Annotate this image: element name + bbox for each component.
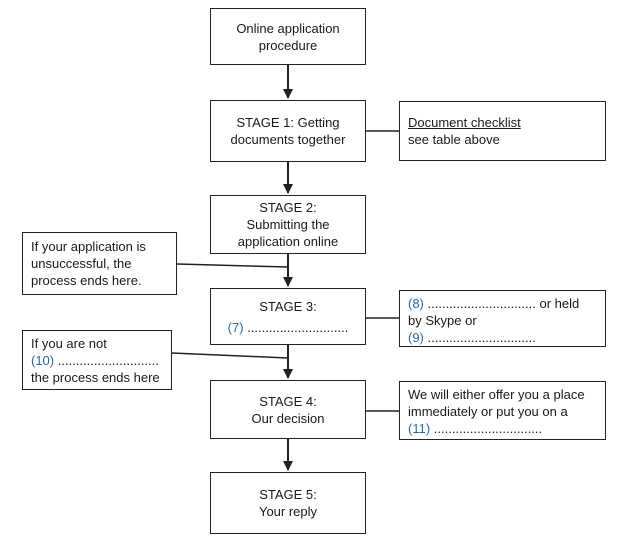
checklist-text: see table above xyxy=(408,132,500,147)
decision-line1: We will either offer you a place xyxy=(408,387,585,402)
stage1-line2: documents together xyxy=(230,132,346,147)
start-line1: Online application xyxy=(236,20,340,36)
blank-number-7: (7) xyxy=(227,319,244,335)
note-decision-outcome: We will either offer you a place immedia… xyxy=(399,381,606,440)
blank-dots-9: .............................. xyxy=(427,330,536,345)
stage3-line1: STAGE 3: xyxy=(259,298,317,314)
interview-line3: (9) .............................. xyxy=(408,329,597,346)
not-line2: (10) ............................ xyxy=(31,352,163,369)
unsuccessful-line3: process ends here. xyxy=(31,273,142,288)
stage1-line1: STAGE 1: Getting xyxy=(236,115,340,130)
interview-tail: or held xyxy=(539,296,580,311)
blank-number-8: (8) xyxy=(408,296,424,311)
decision-line2: immediately or put you on a xyxy=(408,404,568,419)
stage4-line2: Our decision xyxy=(251,410,325,426)
stage2-line1: STAGE 2: xyxy=(259,200,317,215)
checklist-title: Document checklist xyxy=(408,115,521,130)
stage2-line3: application online xyxy=(237,234,339,249)
box-stage1: STAGE 1: Getting documents together xyxy=(210,100,366,162)
not-line1: If you are not xyxy=(31,336,107,351)
note-document-checklist: Document checklist see table above xyxy=(399,101,606,161)
box-start: Online application procedure xyxy=(210,8,366,65)
box-stage5: STAGE 5: Your reply xyxy=(210,472,366,534)
interview-line2: by Skype or xyxy=(408,313,477,328)
connector-unsuccessful xyxy=(176,263,289,268)
blank-dots-11: .............................. xyxy=(433,421,543,436)
blank-dots-7: ............................ xyxy=(247,319,349,335)
blank-number-10: (10) xyxy=(31,353,55,368)
blank-dots-10: ............................ xyxy=(57,353,159,368)
stage4-line1: STAGE 4: xyxy=(259,393,317,409)
blank-number-9: (9) xyxy=(408,330,424,345)
unsuccessful-line2: unsuccessful, the xyxy=(31,256,132,271)
blank-number-11: (11) xyxy=(408,421,431,436)
note-interview-method: (8) .............................. or he… xyxy=(399,290,606,347)
start-line2: procedure xyxy=(258,37,318,53)
note-unsuccessful: If your application is unsuccessful, the… xyxy=(22,232,177,295)
connector-not xyxy=(171,352,289,359)
blank-dots-8: .............................. xyxy=(427,296,536,311)
stage5-line1: STAGE 5: xyxy=(259,487,317,502)
note-not-condition: If you are not (10) ....................… xyxy=(22,330,172,390)
box-stage2: STAGE 2: Submitting the application onli… xyxy=(210,195,366,254)
unsuccessful-line1: If your application is xyxy=(31,239,146,254)
decision-line3: (11) .............................. xyxy=(408,420,597,437)
box-stage3: STAGE 3: (7) ...........................… xyxy=(210,288,366,345)
stage2-line2: Submitting the xyxy=(246,217,330,232)
stage3-blank-7: (7) ............................ xyxy=(228,319,349,336)
box-stage4: STAGE 4: Our decision xyxy=(210,380,366,439)
interview-line1: (8) .............................. or he… xyxy=(408,295,597,312)
stage5-line2: Your reply xyxy=(258,504,318,519)
not-line3: the process ends here xyxy=(31,370,160,385)
